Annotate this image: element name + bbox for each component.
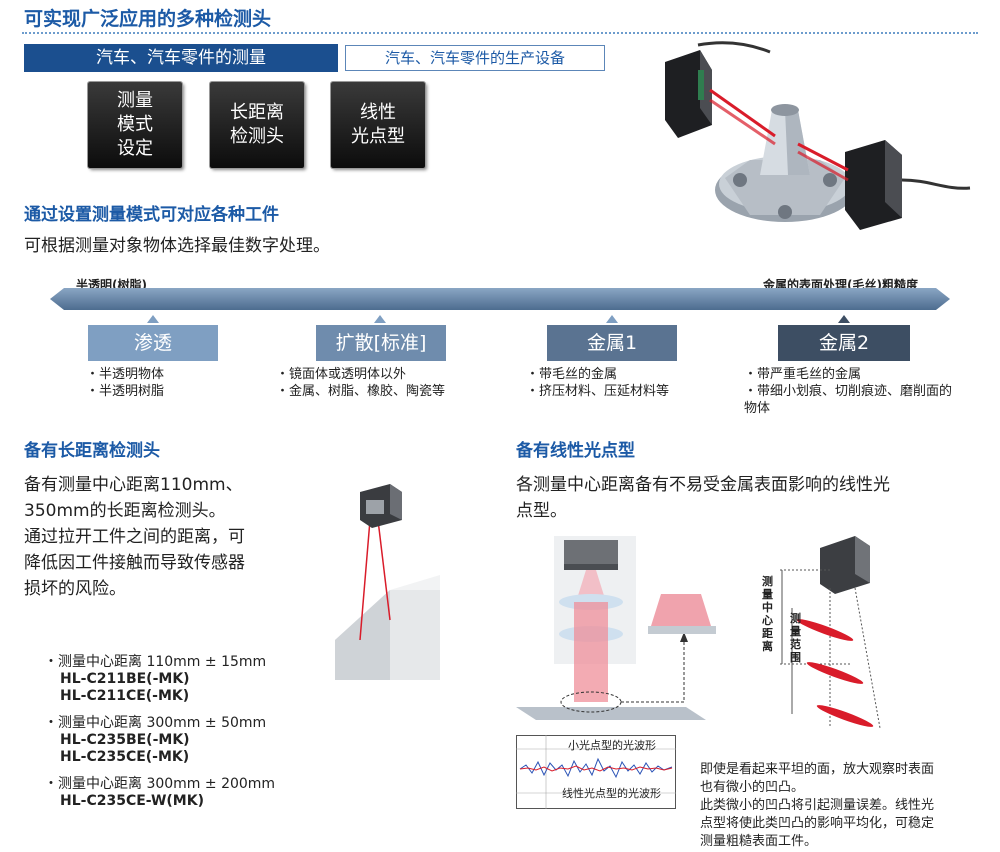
- text-line: 备有测量中心距离110mm、: [24, 475, 243, 495]
- list-item: 带毛丝的金属: [526, 366, 669, 383]
- mode-box-penetration: 渗透: [88, 325, 218, 361]
- mode-box-metal-1: 金属1: [547, 325, 677, 361]
- feature-button-line-spot[interactable]: 线性 光点型: [331, 82, 425, 168]
- pointer-icon: [606, 315, 618, 323]
- list-item: 半透明物体: [86, 366, 164, 383]
- sensor-illustration: [665, 41, 971, 230]
- tab-automotive-production[interactable]: 汽车、汽车零件的生产设备: [345, 45, 605, 71]
- spec-range: ・测量中心距离 300mm ± 200mm: [44, 776, 276, 792]
- long-range-text: 备有测量中心距离110mm、 350mm的长距离检测头。 通过拉开工件之间的距离…: [24, 472, 245, 602]
- mode-box-metal-2: 金属2: [778, 325, 910, 361]
- long-range-heading: 备有长距离检测头: [24, 441, 160, 461]
- label-center-distance: 测量中心距离: [762, 575, 773, 653]
- spec-range: ・测量中心距离 110mm ± 15mm: [44, 654, 267, 670]
- line-spot-text: 各测量中心距离备有不易受金属表面影响的线性光 点型。: [516, 472, 890, 524]
- list-item: 镜面体或透明体以外: [276, 366, 445, 383]
- line-spot-heading: 备有线性光点型: [516, 441, 635, 461]
- list-item: 金属、树脂、橡胶、陶瓷等: [276, 383, 445, 400]
- feature-button-measure-mode[interactable]: 测量 模式 设定: [88, 82, 182, 168]
- mode-list-diffuse: 镜面体或透明体以外 金属、树脂、橡胶、陶瓷等: [276, 366, 445, 400]
- note-line: 即使是看起来平坦的面，放大观察时表面: [700, 762, 935, 777]
- mode-list-penetration: 半透明物体 半透明树脂: [86, 366, 164, 400]
- text-line: 点型。: [516, 501, 567, 521]
- optics-diagram: [516, 536, 716, 720]
- mode-list-metal-1: 带毛丝的金属 挤压材料、压延材料等: [526, 366, 669, 400]
- spec-model: HL-C235BE(-MK): [60, 732, 190, 748]
- spec-range: ・测量中心距离 300mm ± 50mm: [44, 715, 267, 731]
- spec-model: HL-C235CE(-MK): [60, 749, 190, 765]
- list-item: 半透明树脂: [86, 383, 164, 400]
- mode-section-description: 可根据测量对象物体选择最佳数字处理。: [24, 236, 330, 256]
- spec-model: HL-C211BE(-MK): [60, 671, 190, 687]
- mode-box-diffuse: 扩散[标准]: [316, 325, 446, 361]
- note-line: 也有微小的凹凸。: [700, 780, 805, 795]
- text-line: 各测量中心距离备有不易受金属表面影响的线性光: [516, 475, 890, 495]
- tab-automotive-measurement[interactable]: 汽车、汽车零件的测量: [24, 44, 338, 72]
- spec-model: HL-C211CE(-MK): [60, 688, 190, 704]
- list-item: 带细小划痕、切削痕迹、磨削面的物体: [744, 383, 964, 417]
- spec-110mm: ・测量中心距离 110mm ± 15mm HL-C211BE(-MK) HL-C…: [44, 654, 266, 705]
- list-item: 带严重毛丝的金属: [744, 366, 964, 383]
- list-item: 挤压材料、压延材料等: [526, 383, 669, 400]
- label-measure-range: 测量范围: [790, 612, 801, 664]
- note-line: 测量粗糙表面工件。: [700, 834, 818, 849]
- page-title: 可实现广泛应用的多种检测头: [24, 8, 272, 30]
- text-line: 损坏的风险。: [24, 579, 126, 599]
- text-line: 通过拉开工件之间的距离，可: [24, 527, 245, 547]
- wave-label-line-spot: 线性光点型的光波形: [562, 787, 661, 800]
- line-spot-sensor-diagram: [780, 536, 881, 729]
- waveform-chart: [516, 735, 676, 809]
- spec-model: HL-C235CE-W(MK): [60, 793, 204, 809]
- wave-label-small-spot: 小光点型的光波形: [568, 739, 656, 752]
- text-line: 降低因工件接触而导致传感器: [24, 553, 245, 573]
- feature-button-long-range[interactable]: 长距离 检测头: [210, 82, 304, 168]
- title-divider: [22, 32, 978, 34]
- pointer-icon: [838, 315, 850, 323]
- spec-300mm-50: ・测量中心距离 300mm ± 50mm HL-C235BE(-MK) HL-C…: [44, 715, 266, 766]
- text-line: 350mm的长距离检测头。: [24, 501, 226, 521]
- pointer-icon: [147, 315, 159, 323]
- long-range-illustration: [335, 484, 440, 680]
- pointer-icon: [374, 315, 386, 323]
- mode-list-metal-2: 带严重毛丝的金属 带细小划痕、切削痕迹、磨削面的物体: [744, 366, 964, 417]
- mode-section-heading: 通过设置测量模式可对应各种工件: [24, 205, 279, 225]
- spec-300mm-200: ・测量中心距离 300mm ± 200mm HL-C235CE-W(MK): [44, 776, 275, 810]
- scale-arrow-bar: [50, 288, 950, 310]
- note-line: 点型将使此类凹凸的影响平均化，可稳定: [700, 816, 935, 831]
- line-spot-note: 即使是看起来平坦的面，放大观察时表面 也有微小的凹凸。 此类微小的凹凸将引起测量…: [700, 761, 982, 851]
- note-line: 此类微小的凹凸将引起测量误差。线性光: [700, 798, 935, 813]
